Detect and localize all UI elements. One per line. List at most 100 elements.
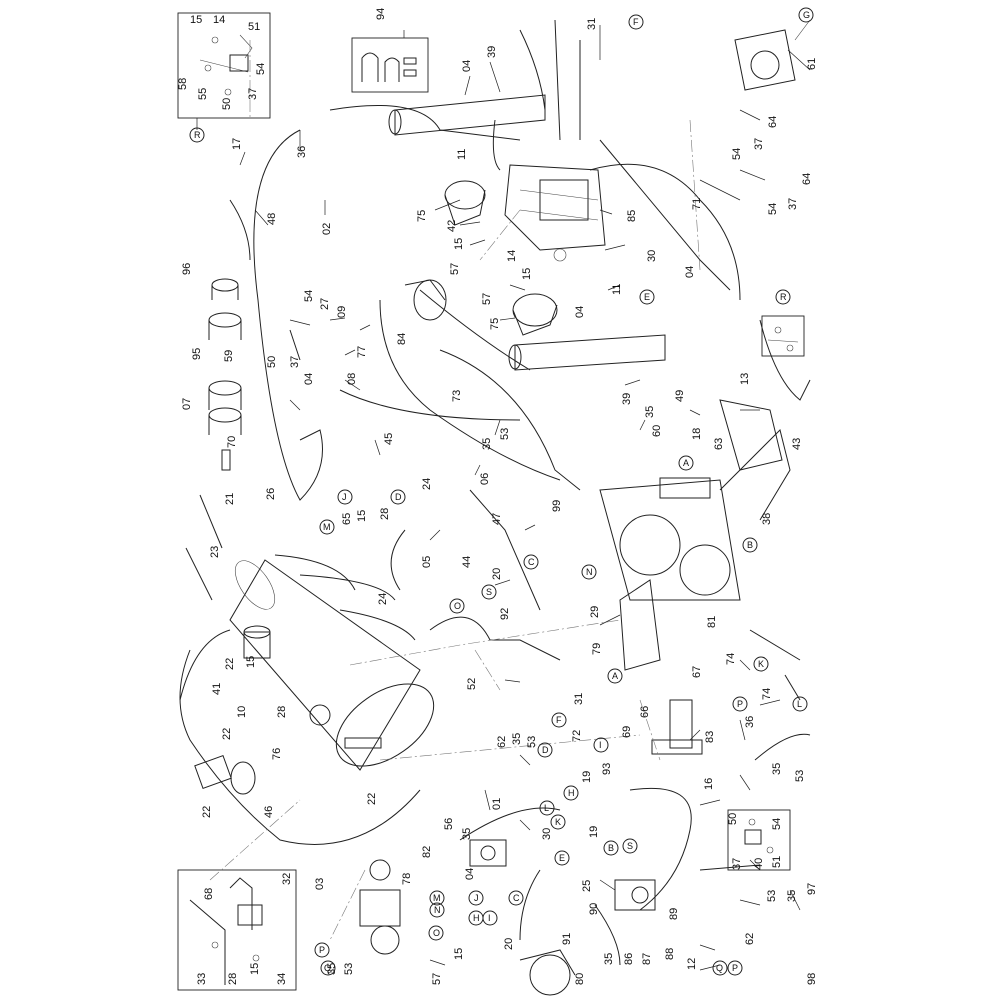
callout-15: 15 [453,238,465,250]
svg-text:A: A [683,458,689,468]
callout-82: 82 [421,846,433,858]
callout-64: 64 [801,173,813,185]
tank-assembly-76 [229,554,435,771]
callout-72: 72 [571,730,583,742]
callout-85: 85 [626,210,638,222]
svg-text:R: R [194,130,201,140]
callout-50: 50 [221,98,233,110]
callout-92: 92 [499,608,511,620]
callout-22: 22 [224,658,236,670]
callout-35: 35 [644,406,656,418]
callout-46: 46 [263,806,275,818]
callout-29: 29 [589,606,601,618]
marker-S: S [622,838,638,854]
marker-M: M [429,890,445,906]
callout-74: 74 [761,688,773,700]
callout-06: 06 [479,473,491,485]
svg-text:C: C [528,557,535,567]
cylinder-39-mid [508,334,666,371]
centerlines [209,40,701,941]
detail-box-94 [351,37,429,93]
svg-text:O: O [433,928,440,938]
callout-17: 17 [231,138,243,150]
callout-59: 59 [223,350,235,362]
callout-numbers: 94 31 15 14 51 58 55 54 50 37 04 39 61 3… [177,8,818,985]
svg-text:A: A [612,671,618,681]
control-valve-85 [504,164,606,262]
marker-L: L [792,696,808,712]
callout-35: 35 [786,890,798,902]
svg-text:S: S [486,587,492,597]
callout-51: 51 [771,856,783,868]
callout-14: 14 [506,250,518,262]
svg-text:M: M [433,893,441,903]
callout-52: 52 [466,678,478,690]
svg-text:P: P [319,945,325,955]
callout-70: 70 [226,436,238,448]
marker-A: A [678,455,694,471]
callout-36: 36 [296,146,308,158]
callout-37: 37 [753,138,765,150]
callout-83: 83 [704,731,716,743]
tie-straps-21-23 [185,494,223,601]
marker-H: H [563,785,579,801]
marker-A: A [607,668,623,684]
callout-44: 44 [461,556,473,568]
svg-text:R: R [780,292,787,302]
callout-11: 11 [456,149,468,160]
pump-80 [519,949,576,996]
marker-B: B [742,537,758,553]
svg-text:P: P [737,699,743,709]
callout-66: 66 [639,706,651,718]
callout-98: 98 [806,973,818,985]
callout-22: 22 [366,793,378,805]
callout-22: 22 [201,806,213,818]
callout-03: 03 [314,878,326,890]
marker-Q: Q [320,960,336,976]
callout-74: 74 [725,653,737,665]
svg-text:C: C [513,893,520,903]
marker-S: S [481,584,497,600]
svg-text:L: L [797,699,802,709]
callout-57: 57 [481,293,493,305]
filter-22-lower [194,754,256,795]
callout-94: 94 [375,8,387,20]
svg-text:I: I [488,913,491,923]
marker-P: P [727,960,743,976]
callout-37: 37 [247,88,259,100]
marker-M: M [319,519,335,535]
callout-50: 50 [266,356,278,368]
callout-60: 60 [651,425,663,437]
detail-box-r-right [761,315,805,357]
marker-I: I [482,910,498,926]
marker-F: F [551,712,567,728]
svg-text:K: K [555,817,561,827]
callout-22: 22 [221,728,233,740]
callout-35: 35 [481,438,493,450]
callout-88: 88 [664,948,676,960]
callout-23: 23 [209,546,221,558]
marker-R: R [189,127,205,143]
callout-28: 28 [379,508,391,520]
callout-32: 32 [281,873,293,885]
marker-H: H [468,910,484,926]
callout-48: 48 [266,213,278,225]
callout-62: 62 [744,933,756,945]
callout-51: 51 [248,21,260,33]
callout-54: 54 [731,148,743,160]
svg-text:G: G [803,10,810,20]
marker-I: I [593,737,609,753]
svg-text:H: H [568,788,575,798]
filter-84 [404,279,447,321]
callout-35: 35 [771,763,783,775]
callout-02: 02 [321,223,333,235]
callout-50: 50 [727,813,739,825]
callout-04: 04 [303,373,315,385]
marker-O: O [449,598,465,614]
marker-G: G [798,7,814,23]
callout-62: 62 [496,736,508,748]
callout-20: 20 [491,568,503,580]
callout-47: 47 [491,513,503,525]
callout-65: 65 [341,513,353,525]
main-pump-81 [599,429,791,671]
